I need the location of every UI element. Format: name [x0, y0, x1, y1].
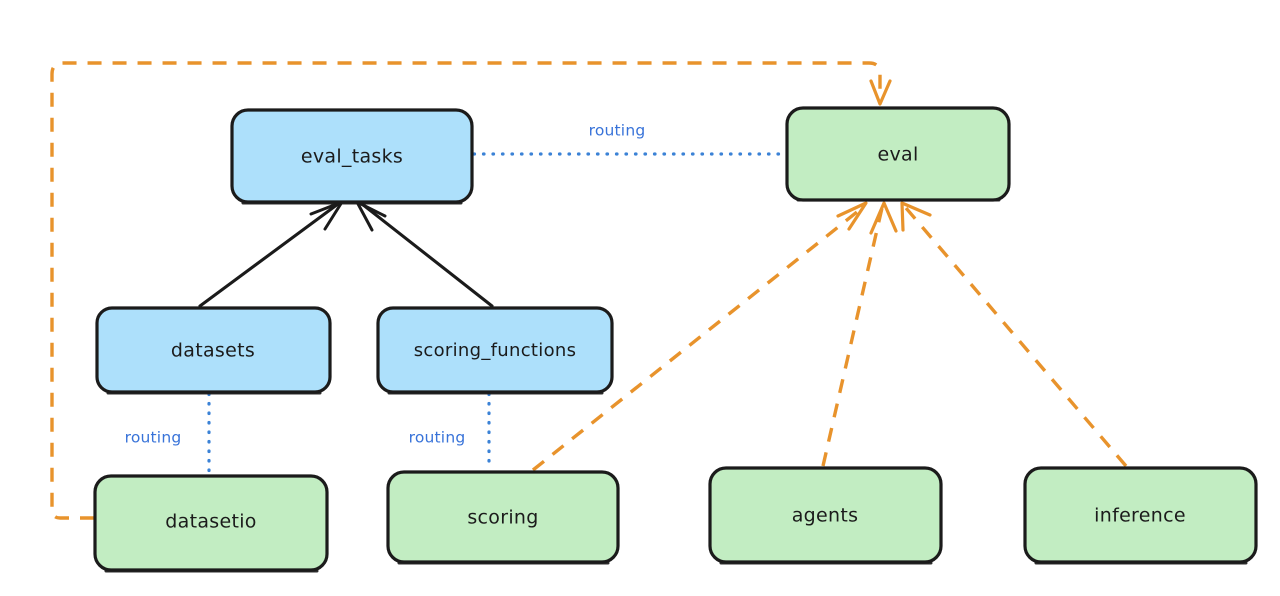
- node-datasetio[interactable]: datasetio: [93, 474, 329, 573]
- arrowhead-inference-to-eval: [900, 201, 932, 232]
- node-inference-shape: [1023, 466, 1258, 564]
- node-inference-label: inference: [1094, 505, 1186, 527]
- node-eval-tasks-shape: [230, 108, 474, 204]
- edge-label-routing-datasets: routing: [125, 429, 182, 447]
- edge-label-routing-eval: routing: [589, 122, 646, 140]
- arrowhead-scoring-functions-to-eval-tasks: [355, 200, 387, 232]
- edge-scoring-functions-to-eval-tasks: [360, 202, 494, 308]
- edge-label-routing-scoring: routing: [409, 429, 466, 447]
- arrowhead-datasetio-to-eval: [869, 79, 892, 106]
- node-inference[interactable]: inference: [1023, 466, 1258, 565]
- edge-labels-group: routing routing routing: [125, 122, 646, 447]
- edge-datasets-to-eval-tasks: [198, 202, 340, 308]
- node-datasets-shape: [95, 306, 332, 394]
- node-datasets[interactable]: datasets: [95, 306, 332, 395]
- node-scoring-label: scoring: [467, 507, 538, 529]
- edge-agents-to-eval: [821, 207, 884, 467]
- routing-edges-group: [207, 152, 788, 476]
- composition-edges-group: [198, 200, 494, 308]
- node-datasets-label: datasets: [171, 340, 255, 362]
- node-scoring-shape: [386, 470, 620, 564]
- node-scoring[interactable]: scoring: [386, 470, 620, 565]
- node-scoring-functions-shape: [376, 306, 614, 394]
- node-datasetio-label: datasetio: [165, 511, 256, 533]
- edge-inference-to-eval: [904, 206, 1128, 468]
- node-eval-tasks[interactable]: eval_tasks: [230, 108, 474, 205]
- arrowhead-scoring-to-eval: [836, 201, 868, 231]
- node-eval-shape: [785, 106, 1011, 202]
- node-eval[interactable]: eval: [785, 106, 1011, 202]
- node-datasetio-shape: [93, 474, 329, 572]
- node-scoring-functions-label: scoring_functions: [414, 340, 577, 361]
- node-agents-label: agents: [792, 505, 859, 527]
- node-scoring-functions[interactable]: scoring_functions: [376, 306, 614, 395]
- arrowhead-agents-to-eval: [869, 201, 898, 235]
- edge-scoring-to-eval: [531, 206, 864, 472]
- node-agents[interactable]: agents: [708, 466, 943, 565]
- node-eval-tasks-label: eval_tasks: [301, 146, 403, 168]
- node-agents-shape: [708, 466, 943, 564]
- node-eval-label: eval: [877, 144, 918, 166]
- dependency-edges-group: [50, 61, 1128, 520]
